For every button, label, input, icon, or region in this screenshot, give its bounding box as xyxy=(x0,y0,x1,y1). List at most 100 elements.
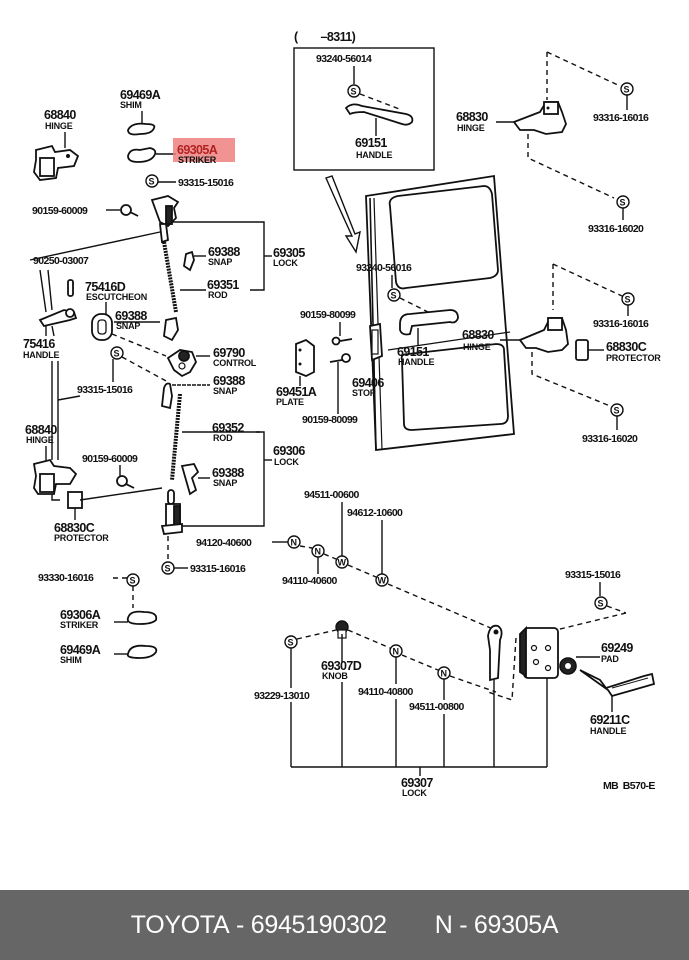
svg-text:N: N xyxy=(315,547,322,557)
lock-69305-upper-mechanism xyxy=(150,195,180,313)
handle-69151-door-drawing xyxy=(399,309,459,336)
callout-69151-handle-box[interactable]: 69151 HANDLE xyxy=(355,136,393,160)
callout-69406-stop[interactable]: 69406 STOP xyxy=(352,376,385,398)
part-name: HINGE xyxy=(45,121,73,131)
callout-69388-snap-a[interactable]: 69388 SNAP xyxy=(208,245,241,267)
callout-94511-00800[interactable]: 94511-00800 xyxy=(409,701,465,713)
callout-93240-56016[interactable]: 93240-56016 xyxy=(356,262,413,274)
hinge-68830-top-drawing xyxy=(512,101,567,135)
callout-93315-15016-a[interactable]: 93315-15016 xyxy=(178,177,235,189)
callout-69790-control[interactable]: 69790 CONTROL xyxy=(213,346,257,368)
callout-93240-56014[interactable]: 93240-56014 xyxy=(316,53,373,65)
callout-93316-16020-b[interactable]: 93316-16020 xyxy=(582,433,639,445)
screw-bolt-drawing xyxy=(331,336,353,346)
callout-93229-13010[interactable]: 93229-13010 xyxy=(254,690,311,702)
callout-69305A-striker-highlighted[interactable]: 69305A STRIKER xyxy=(173,138,235,165)
callout-94120-40600[interactable]: 94120-40600 xyxy=(196,537,253,549)
callout-93315-16016[interactable]: 93315-16016 xyxy=(190,563,247,575)
callout-69306-lock[interactable]: 69306 LOCK xyxy=(273,444,306,467)
part-name: SNAP xyxy=(116,321,140,331)
svg-text:N: N xyxy=(441,669,448,679)
part-number: 69469A xyxy=(60,643,101,657)
part-number: 69305A xyxy=(177,143,218,157)
svg-text:S: S xyxy=(391,291,397,301)
callout-69307-lock[interactable]: 69307 LOCK xyxy=(401,776,434,798)
callout-69351-rod[interactable]: 69351 ROD xyxy=(207,278,240,300)
callout-68830-hinge-mid[interactable]: 68830 HINGE xyxy=(462,328,495,352)
svg-text:W: W xyxy=(338,558,347,568)
callout-93315-15016-b[interactable]: 93315-15016 xyxy=(77,384,134,396)
part-name: LOCK xyxy=(274,457,299,467)
callout-75416D-escutcheon[interactable]: 75416D ESCUTCHEON xyxy=(85,280,147,302)
part-number: 68840 xyxy=(25,423,57,437)
callout-69451A-plate[interactable]: 69451A PLATE xyxy=(276,385,317,407)
callout-69305-lock[interactable]: 69305 LOCK xyxy=(273,246,306,268)
callout-68830-hinge-top[interactable]: 68830 HINGE xyxy=(456,110,489,133)
part-name: STOP xyxy=(352,388,376,398)
callout-94612-10600[interactable]: 94612-10600 xyxy=(347,507,404,519)
callout-68840-hinge-top[interactable]: 68840 HINGE xyxy=(44,108,77,131)
footer-sep xyxy=(229,911,236,940)
callout-90159-80099-a[interactable]: 90159-80099 xyxy=(300,309,357,321)
callout-68830C-protector-left[interactable]: 68830C PROTECTOR xyxy=(54,521,109,543)
part-number: 69306A xyxy=(60,608,101,622)
screw-symbol-icon: S xyxy=(284,635,298,649)
part-number: 69306 xyxy=(273,444,305,458)
callout-94110-40800[interactable]: 94110-40800 xyxy=(358,686,414,698)
callout-68840-hinge-mid[interactable]: 68840 HINGE xyxy=(25,423,58,445)
rod-69352-drawing xyxy=(170,393,182,481)
striker-69305A-drawing xyxy=(127,147,157,163)
callout-93316-16016-b[interactable]: 93316-16016 xyxy=(593,318,650,330)
callout-69151-handle-door[interactable]: 69151 HANDLE xyxy=(397,345,435,367)
screw-symbol-icon: S xyxy=(621,292,635,306)
svg-text:S: S xyxy=(620,198,626,208)
screw-symbol-icon: S xyxy=(161,561,175,575)
callout-75416-handle[interactable]: 75416 HANDLE xyxy=(23,337,60,360)
protector-68830C-right-drawing xyxy=(575,339,589,361)
stop-69406-drawing xyxy=(369,322,383,362)
callout-93330-16016[interactable]: 93330-16016 xyxy=(38,572,95,584)
callout-93316-16016-a[interactable]: 93316-16016 xyxy=(593,112,650,124)
callout-69352-rod[interactable]: 69352 ROD xyxy=(212,421,245,443)
part-number: 69249 xyxy=(601,641,633,655)
callout-69211C-handle[interactable]: 69211C HANDLE xyxy=(590,713,631,736)
callout-90250-03007[interactable]: 90250-03007 xyxy=(33,255,90,267)
callout-69388-snap-d[interactable]: 69388 SNAP xyxy=(212,466,245,488)
part-name: SNAP xyxy=(213,478,237,488)
lock-69307-body-drawing xyxy=(519,625,559,679)
pad-69249-drawing xyxy=(559,657,577,675)
callout-69306A-striker[interactable]: 69306A STRIKER xyxy=(60,608,101,630)
callout-69307D-knob[interactable]: 69307D KNOB xyxy=(321,659,362,681)
callout-69469A-shim-bot[interactable]: 69469A SHIM xyxy=(60,643,101,665)
svg-text:S: S xyxy=(165,564,171,574)
callout-69249-pad[interactable]: 69249 PAD xyxy=(601,641,634,664)
callout-90159-60009-b[interactable]: 90159-60009 xyxy=(82,453,139,465)
part-name: ESCUTCHEON xyxy=(86,292,147,302)
diagram-code: MB B570-E xyxy=(603,780,655,792)
callout-69388-snap-b[interactable]: 69388 SNAP xyxy=(115,309,148,331)
part-name: PAD xyxy=(601,654,619,664)
hinge-68830-mid-drawing xyxy=(518,317,569,353)
callout-68830C-protector-right[interactable]: 68830C PROTECTOR xyxy=(606,340,661,363)
nut-symbol-icon: N xyxy=(389,644,403,658)
callout-93316-16020-a[interactable]: 93316-16020 xyxy=(588,223,645,235)
part-number: 69211C xyxy=(590,713,630,727)
link-arm-drawing xyxy=(487,624,503,682)
callout-69388-snap-c[interactable]: 69388 SNAP xyxy=(213,374,246,396)
callout-94511-00600[interactable]: 94511-00600 xyxy=(304,489,360,501)
hinge-68840-top-drawing xyxy=(33,144,80,181)
part-number: 68830C xyxy=(54,521,95,535)
screw-symbol-icon: S xyxy=(620,82,634,96)
nut-symbol-icon: N xyxy=(437,666,451,680)
callout-90159-60009-a[interactable]: 90159-60009 xyxy=(32,205,89,217)
callout-69469A-shim-top[interactable]: 69469A SHIM xyxy=(120,88,161,110)
callout-94110-40600[interactable]: 94110-40600 xyxy=(282,575,338,587)
callout-90159-80099-b[interactable]: 90159-80099 xyxy=(302,414,359,426)
part-number: 69790 xyxy=(213,346,245,360)
screw-symbol-icon: S xyxy=(616,195,630,209)
lock-69306-lower-mechanism xyxy=(160,489,183,535)
callout-93315-15016-c[interactable]: 93315-15016 xyxy=(565,569,622,581)
part-number: 68830 xyxy=(462,328,494,342)
svg-text:S: S xyxy=(114,349,120,359)
part-name: SHIM xyxy=(120,100,142,110)
